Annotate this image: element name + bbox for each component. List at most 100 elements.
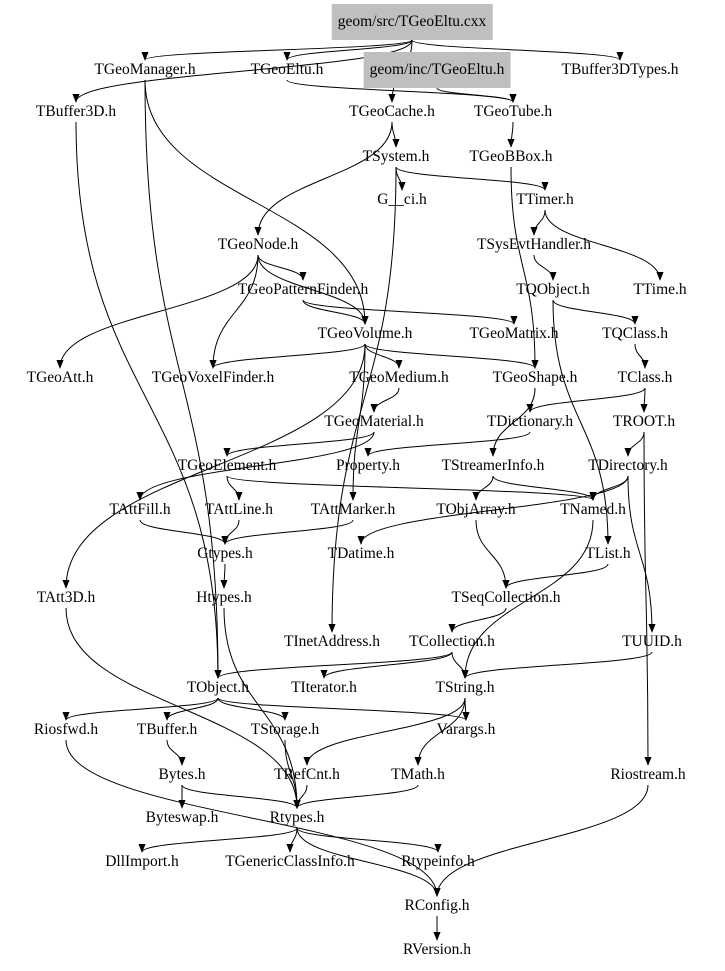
edge-cxx-to-TBuffer3DTypes: [411, 39, 624, 61]
edge-TDirectory-to-TNamed: [589, 475, 629, 501]
edge-TQClass-to-TClass: [634, 343, 649, 369]
node-tgeomedium[interactable]: TGeoMedium.h: [349, 369, 449, 386]
edge-TDirectory-to-TDatime: [357, 475, 629, 545]
node-tgeoshape[interactable]: TGeoShape.h: [492, 369, 578, 386]
node-ttime[interactable]: TTime.h: [633, 281, 687, 298]
node-tbuffer3d[interactable]: TBuffer3D.h: [35, 103, 117, 120]
node-tattmarker[interactable]: TAttMarker.h: [310, 501, 396, 518]
edge-TGeoElement-to-TNamed: [226, 475, 597, 501]
edge-TStreamerInfo-to-TNamed: [492, 475, 597, 501]
node-tdictionary[interactable]: TDictionary.h: [486, 413, 574, 430]
node-tatt3d[interactable]: TAtt3D.h: [36, 589, 96, 606]
edge-TROOT-to-Riostream: [643, 431, 652, 766]
node-tgeonode[interactable]: TGeoNode.h: [217, 236, 299, 253]
edge-TGeoVolume-to-TGeoShape: [364, 343, 539, 369]
node-tseqcollection[interactable]: TSeqCollection.h: [451, 589, 561, 606]
edge-TObject-to-TStorage: [217, 697, 289, 721]
node-ttimer[interactable]: TTimer.h: [516, 191, 574, 208]
node-tuuid[interactable]: TUUID.h: [622, 633, 682, 650]
edge-TGeoNode-to-TGeoAtt: [56, 254, 259, 369]
edge-TAtt3D-to-Rtypes: [65, 607, 301, 809]
node-troot[interactable]: TROOT.h: [612, 413, 676, 430]
node-htypes[interactable]: Htypes.h: [196, 589, 252, 606]
node-gtypes[interactable]: Gtypes.h: [197, 545, 253, 562]
node-tstreamerinfo[interactable]: TStreamerInfo.h: [441, 457, 545, 474]
edge-Riostream-to-RConfig: [433, 784, 649, 897]
node-tclass[interactable]: TClass.h: [617, 369, 673, 386]
edge-TGeoVolume-to-TGeoMedium: [364, 343, 403, 369]
edge-cxx-to-TGeoEltu: [283, 39, 413, 61]
node-tgeovolume[interactable]: TGeoVolume.h: [317, 325, 413, 342]
node-tobjarray[interactable]: TObjArray.h: [436, 501, 516, 518]
edge-TString-to-Varargs: [462, 697, 470, 721]
edge-TGeoNode-to-TGeoVoxelFinder: [209, 254, 259, 369]
node-tinetaddress[interactable]: TInetAddress.h: [284, 633, 380, 650]
node-tgeomanager[interactable]: TGeoManager.h: [94, 61, 196, 78]
node-tstring[interactable]: TString.h: [435, 679, 495, 696]
node-riosfwd[interactable]: Riosfwd.h: [33, 721, 99, 738]
node-riostream[interactable]: Riostream.h: [610, 766, 686, 783]
edge-TGeoElement-to-TAttLine: [226, 475, 243, 501]
node-tgeopatternfinder[interactable]: TGeoPatternFinder.h: [237, 281, 369, 298]
node-tsysevthandler[interactable]: TSysEvtHandler.h: [476, 236, 592, 253]
node-tnamed[interactable]: TNamed.h: [560, 501, 626, 518]
node-tdatime[interactable]: TDatime.h: [327, 545, 395, 562]
node-rconfig[interactable]: RConfig.h: [404, 897, 470, 914]
node-tgeomaterial[interactable]: TGeoMaterial.h: [324, 413, 424, 430]
node-tdirectory[interactable]: TDirectory.h: [588, 457, 668, 474]
node-g-ci[interactable]: G__ci.h: [377, 191, 427, 208]
node-tgeoatt[interactable]: TGeoAtt.h: [26, 369, 94, 386]
node-geom-inc-tgeoeltu[interactable]: geom/inc/TGeoEltu.h: [363, 52, 511, 88]
node-tbuffer[interactable]: TBuffer.h: [136, 721, 198, 738]
node-rtypes[interactable]: Rtypes.h: [269, 809, 325, 826]
node-tgeocache[interactable]: TGeoCache.h: [349, 103, 435, 120]
edge-TGeoMedium-to-TGeoMaterial: [370, 387, 400, 413]
node-tcollection[interactable]: TCollection.h: [409, 633, 495, 650]
node-tgeobbox[interactable]: TGeoBBox.h: [469, 148, 553, 165]
node-tgeomatrix[interactable]: TGeoMatrix.h: [469, 325, 559, 342]
node-byteswap[interactable]: Byteswap.h: [145, 809, 219, 826]
node-tlist[interactable]: TList.h: [585, 545, 631, 562]
edge-TSystem-to-TInetAddress: [328, 166, 397, 633]
edge-Riosfwd-to-RConfig: [65, 739, 441, 897]
edge-TObjArray-to-TSeqCollection: [475, 519, 510, 589]
node-tgeoelement[interactable]: TGeoElement.h: [177, 457, 277, 474]
node-tstorage[interactable]: TStorage.h: [250, 721, 320, 738]
node-property[interactable]: Property.h: [336, 457, 400, 474]
edge-Rtypes-to-RConfig: [296, 827, 441, 897]
edge-TSysEvtHandler-to-TQObject: [533, 254, 557, 281]
edge-TGeoPatternFinder-to-TGeoMatrix: [302, 299, 518, 325]
edge-Gtypes-to-Htypes: [220, 563, 228, 589]
node-tattline[interactable]: TAttLine.h: [204, 501, 274, 518]
node-rversion[interactable]: RVersion.h: [402, 941, 472, 958]
node-tgeotube[interactable]: TGeoTube.h: [473, 103, 553, 120]
edge-TGeoPatternFinder-to-TGeoVolume: [302, 299, 369, 325]
node-tqclass[interactable]: TQClass.h: [602, 325, 668, 342]
node-tqobject[interactable]: TQObject.h: [516, 281, 590, 298]
node-trefcnt[interactable]: TRefCnt.h: [274, 766, 340, 783]
edge-TMath-to-Rtypes: [293, 784, 419, 809]
edge-TGeoTube-to-TGeoBBox: [507, 121, 515, 148]
node-varargs[interactable]: Varargs.h: [436, 721, 496, 738]
edge-TBuffer-to-Bytes: [166, 739, 186, 766]
node-titerator[interactable]: TIterator.h: [291, 679, 357, 696]
edge-TROOT-to-TDirectory: [624, 431, 645, 457]
node-tobject[interactable]: TObject.h: [186, 679, 250, 696]
node-geom-src-tgeoeltu-cxx[interactable]: geom/src/TGeoEltu.cxx: [331, 4, 493, 40]
node-tgeovoxelfinder[interactable]: TGeoVoxelFinder.h: [151, 369, 275, 386]
node-tbuffer3dtypes[interactable]: TBuffer3DTypes.h: [561, 61, 679, 78]
node-bytes[interactable]: Bytes.h: [158, 766, 206, 783]
edge-TString-to-TMath: [414, 697, 466, 766]
edge-TGeoMaterial-to-TGeoElement: [223, 431, 375, 457]
node-rtypeinfo[interactable]: Rtypeinfo.h: [401, 853, 475, 870]
node-tmath[interactable]: TMath.h: [391, 766, 445, 783]
edge-TDirectory-to-TUUID: [627, 475, 656, 633]
edge-TGeoBBox-to-TGeoShape: [510, 166, 539, 369]
edge-TNamed-to-TString: [461, 519, 594, 679]
node-tattfill[interactable]: TAttFill.h: [109, 501, 171, 518]
node-dllimport[interactable]: DllImport.h: [105, 853, 179, 870]
node-tgenericclassinfo[interactable]: TGenericClassInfo.h: [225, 853, 355, 870]
node-tsystem[interactable]: TSystem.h: [362, 148, 430, 165]
node-tgeoeltu[interactable]: TGeoEltu.h: [250, 61, 324, 78]
